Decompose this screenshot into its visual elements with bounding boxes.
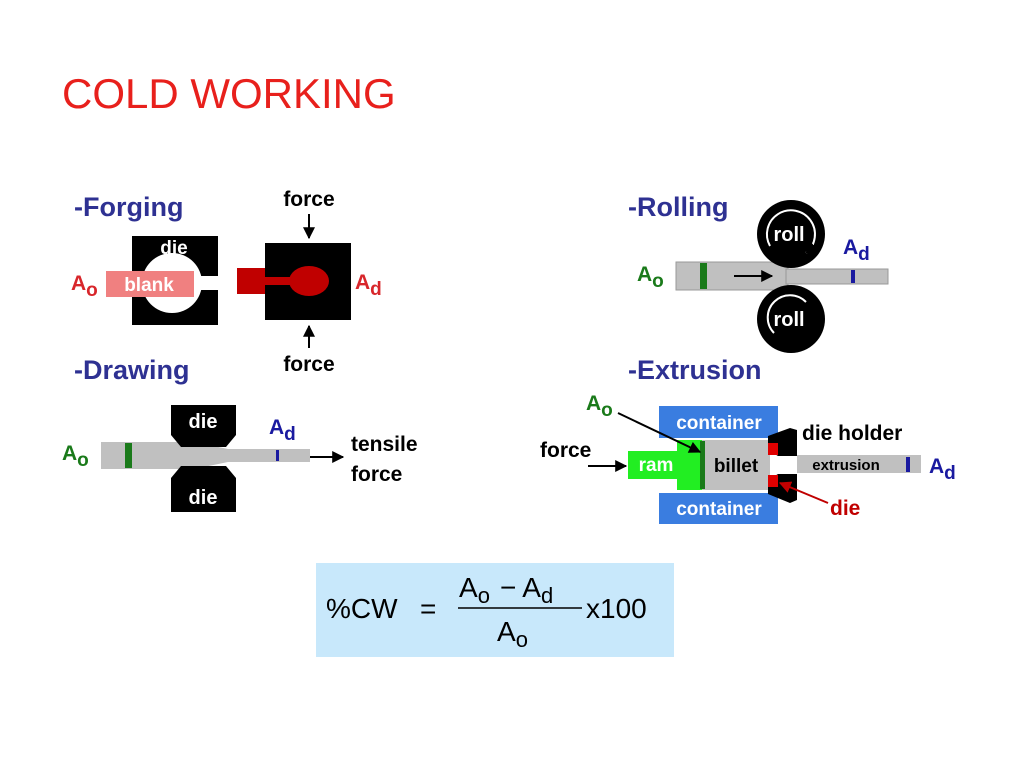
extrusion-ao-marker <box>700 441 705 489</box>
rolling-ao-label: Ao <box>637 263 664 292</box>
forging-force-top-label: force <box>283 188 334 211</box>
forging-ad-label: Ad <box>355 271 382 300</box>
rolling-roll-bottom-rotation-icon <box>766 294 807 334</box>
drawing-die-top <box>171 405 236 447</box>
drawing-die-bottom-label: die <box>189 487 218 509</box>
formula-multiplier: x100 <box>586 593 647 624</box>
extrusion-die-pointer <box>778 481 829 504</box>
forging-forged-head <box>289 266 329 296</box>
extrusion-extrusion-label: extrusion <box>812 457 880 474</box>
rolling-ad-marker <box>851 270 855 283</box>
extrusion-extruded-product <box>797 455 921 473</box>
rolling-roll-top-label: roll <box>773 224 804 246</box>
extrusion-billet-label: billet <box>714 456 759 477</box>
extrusion-die-holder-label: die holder <box>802 422 902 445</box>
drawing-die-bottom <box>171 466 236 512</box>
extrusion-billet <box>702 440 770 490</box>
extrusion-container-bottom <box>659 493 778 524</box>
extrusion-ram-label: ram <box>639 455 674 476</box>
drawing-tensile-label-2: force <box>351 463 402 486</box>
extrusion-container-top-label: container <box>676 413 762 434</box>
drawing-workpiece-thin <box>226 449 310 462</box>
extrusion-ao-pointer <box>617 412 702 453</box>
forging-diagram: die blank Ao Ad force force <box>71 188 382 376</box>
rolling-workpiece-thin <box>785 268 889 285</box>
rolling-diagram: roll roll Ao Ad <box>637 200 889 353</box>
extrusion-diagram: container container billet ram extrusion… <box>540 392 956 524</box>
extrusion-die-bottom <box>768 475 778 487</box>
extrusion-ad-marker <box>906 457 910 472</box>
forging-forged-flash <box>237 268 265 294</box>
drawing-ad-label: Ad <box>269 416 296 445</box>
drawing-tensile-label-1: tensile <box>351 433 418 456</box>
rolling-roll-bottom-label: roll <box>773 309 804 331</box>
forging-force-bottom-label: force <box>283 353 334 376</box>
forging-blank-label: blank <box>124 275 174 296</box>
extrusion-container-bottom-label: container <box>676 499 762 520</box>
forging-ao-label: Ao <box>71 272 98 301</box>
formula-numerator: Ao−Ad <box>459 572 553 608</box>
drawing-ao-label: Ao <box>62 442 89 471</box>
drawing-diagram: die die Ao Ad tensile force <box>62 405 418 512</box>
heading-rolling: -Rolling <box>628 192 729 222</box>
drawing-die-top-label: die <box>189 411 218 433</box>
extrusion-ao-label: Ao <box>586 392 613 421</box>
rolling-ad-label: Ad <box>843 236 870 265</box>
drawing-ad-marker <box>276 450 279 461</box>
drawing-workpiece <box>101 442 194 469</box>
extrusion-die-top <box>768 443 778 455</box>
formula-denominator: Ao <box>497 616 528 652</box>
extrusion-die-label: die <box>830 497 860 520</box>
forging-die-label: die <box>160 238 187 259</box>
page-title: COLD WORKING <box>62 70 396 117</box>
formula-lhs: %CW <box>326 593 398 624</box>
extrusion-ram-rod <box>628 451 678 479</box>
extrusion-force-label: force <box>540 439 591 462</box>
forging-forged-neck <box>263 277 293 285</box>
extrusion-container-top <box>659 406 778 438</box>
drawing-ao-marker <box>125 443 132 468</box>
drawing-workpiece-taper <box>194 442 228 469</box>
formula-equals: = <box>420 593 436 624</box>
forging-die-gap <box>195 276 218 290</box>
cw-formula-box: %CW = Ao−Ad Ao x100 <box>316 563 674 657</box>
rolling-roll-top-rotation-icon <box>765 209 819 254</box>
rolling-ao-marker <box>700 263 707 289</box>
heading-drawing: -Drawing <box>74 355 190 385</box>
heading-forging: -Forging <box>74 192 184 222</box>
heading-extrusion: -Extrusion <box>628 355 762 385</box>
extrusion-ad-label: Ad <box>929 455 956 484</box>
cw-formula: %CW = Ao−Ad Ao x100 <box>326 572 647 652</box>
forging-blank <box>106 271 194 297</box>
